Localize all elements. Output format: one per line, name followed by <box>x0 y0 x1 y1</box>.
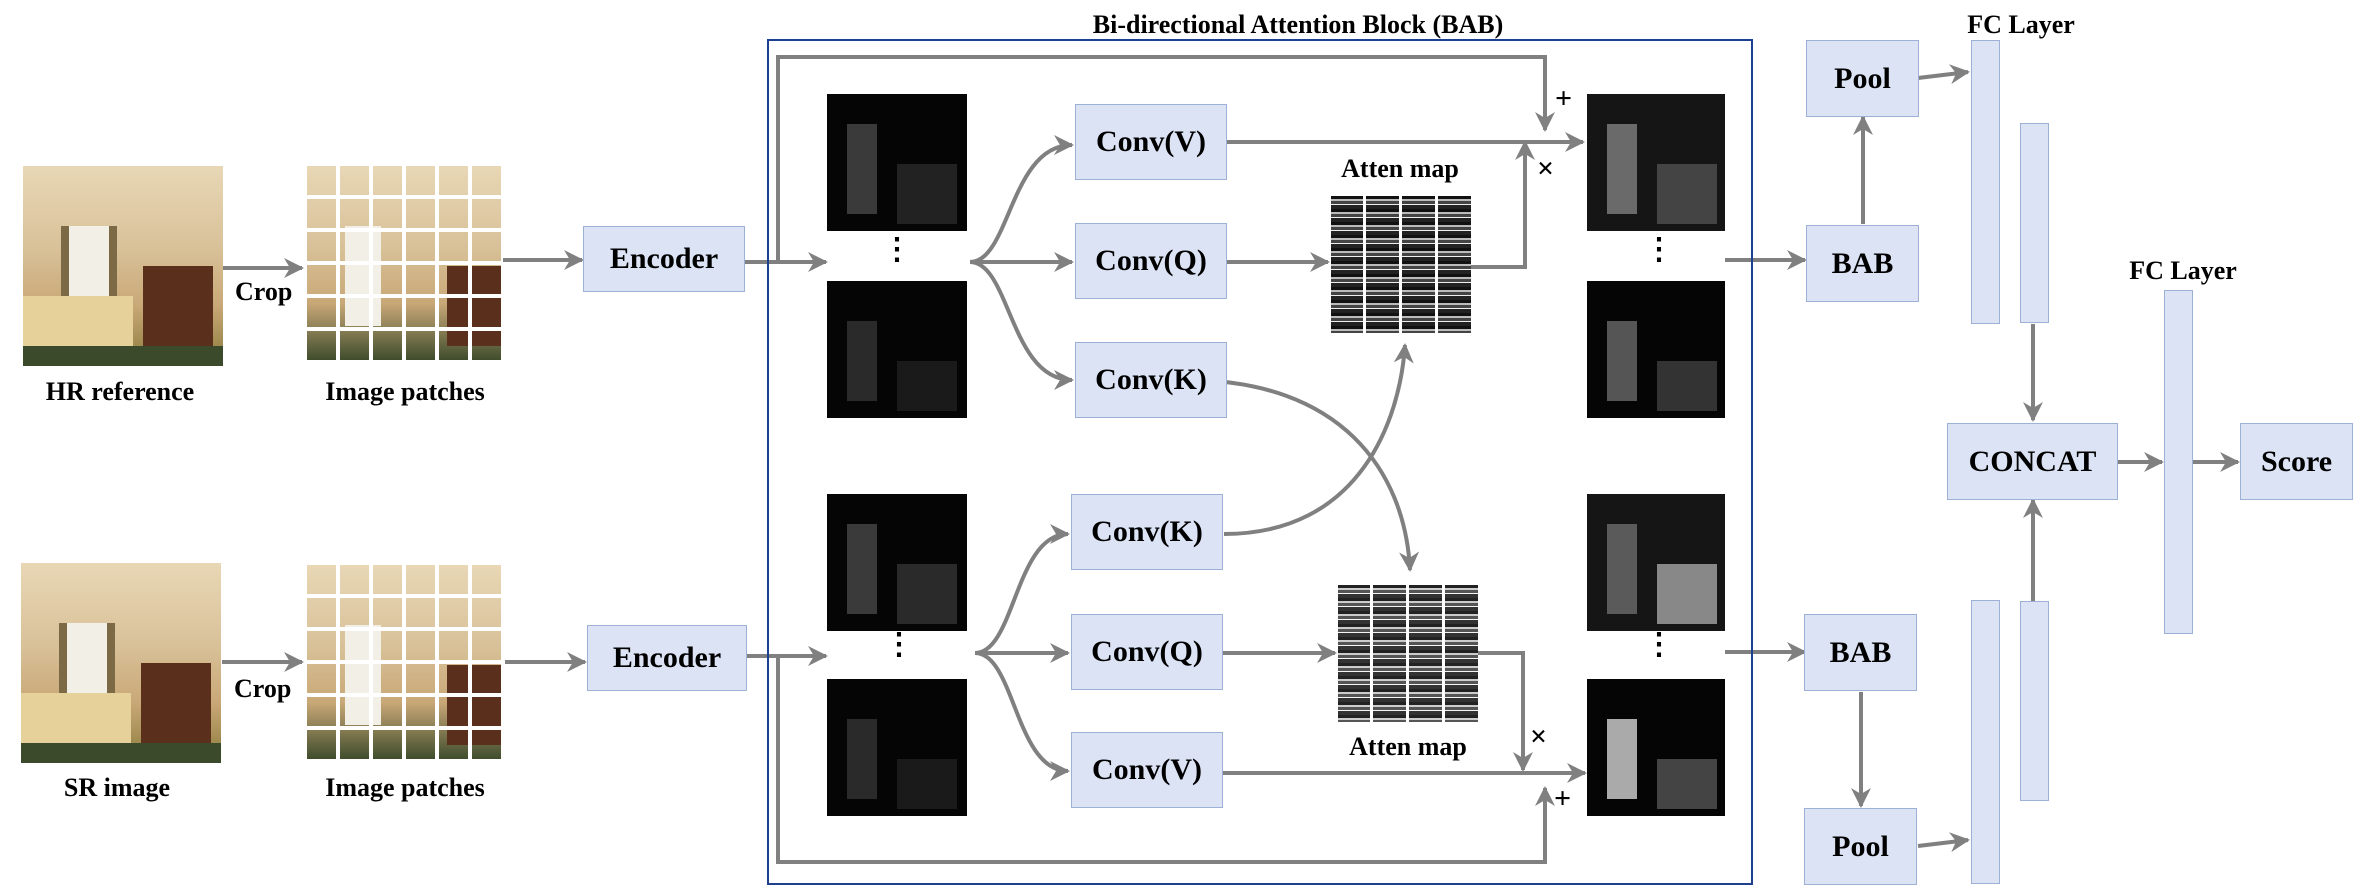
plus-icon: + <box>1554 782 1572 815</box>
pool-box-bottom: Pool <box>1804 808 1917 885</box>
bab-title: Bi-directional Attention Block (BAB) <box>1092 10 1504 39</box>
feature-map-top-1 <box>827 94 967 231</box>
vertical-ellipsis-icon: ⋮ <box>884 628 914 661</box>
pool-box-top: Pool <box>1806 40 1919 117</box>
bab-box-bottom: BAB <box>1804 614 1917 691</box>
vertical-ellipsis-icon: ⋮ <box>882 233 912 266</box>
sr-image-label: SR image <box>63 773 171 802</box>
arrow-pool-fc-top <box>1917 64 1970 85</box>
arrow-top-k-bottom-atten <box>1186 378 1420 572</box>
conv-v-bottom: Conv(V) <box>1071 732 1223 808</box>
fc-bar-bottom-2 <box>2020 601 2049 801</box>
conv-v-top: Conv(V) <box>1075 104 1227 180</box>
vertical-ellipsis-icon: ⋮ <box>1644 233 1674 266</box>
arrow-pool-fc-bottom <box>1917 832 1970 853</box>
attention-map-bottom <box>1338 585 1478 722</box>
arrow-skip-top <box>776 55 1555 262</box>
output-map-top-2 <box>1587 281 1725 418</box>
feature-map-bottom-2 <box>827 679 967 816</box>
vertical-ellipsis-icon: ⋮ <box>1644 628 1674 661</box>
encoder-top: Encoder <box>583 226 745 292</box>
arrow-atten-top-output <box>1471 140 1535 269</box>
hr-reference-label: HR reference <box>45 377 195 406</box>
image-patches-label-top: Image patches <box>325 377 485 406</box>
fc-bar-top-1 <box>1971 40 2000 324</box>
arrow-branch-bottom-k <box>974 524 1070 655</box>
crop-label-top: Crop <box>235 277 293 306</box>
fc-layer-label-mid: FC Layer <box>2129 256 2237 285</box>
output-map-bottom-2 <box>1587 679 1725 816</box>
output-map-bottom-1 <box>1587 494 1725 631</box>
conv-k-top: Conv(K) <box>1075 342 1227 418</box>
fc-bar-bottom-1 <box>1971 600 2000 884</box>
feature-map-bottom-1 <box>827 494 967 631</box>
attention-map-top <box>1331 196 1471 333</box>
arrow-skip-bottom <box>776 656 1555 864</box>
conv-q-top: Conv(Q) <box>1075 223 1227 299</box>
bab-box-top: BAB <box>1806 225 1919 302</box>
crop-label-bottom: Crop <box>234 674 292 703</box>
encoder-bottom: Encoder <box>587 625 747 691</box>
arrow-branch-top-k <box>969 260 1074 390</box>
conv-q-bottom: Conv(Q) <box>1071 614 1223 690</box>
arrow-branch-bottom-v <box>974 651 1070 781</box>
fc-bar-final <box>2164 290 2193 634</box>
conv-k-bottom: Conv(K) <box>1071 494 1223 570</box>
fc-bar-top-2 <box>2020 123 2049 323</box>
concat-box: CONCAT <box>1947 423 2118 500</box>
fc-layer-label-top: FC Layer <box>1967 10 2075 39</box>
times-icon: × <box>1530 720 1548 753</box>
hr-reference-image <box>23 166 223 366</box>
arrow-bottom-k-top-atten <box>1223 343 1414 536</box>
arrow-atten-bottom-output <box>1478 651 1533 772</box>
atten-map-label-bottom: Atten map <box>1349 732 1467 761</box>
bab-frame <box>767 39 1753 885</box>
image-patches-label-bottom: Image patches <box>325 773 485 802</box>
score-box: Score <box>2240 423 2353 500</box>
image-patches-bottom <box>307 565 503 761</box>
plus-icon: + <box>1555 82 1573 115</box>
times-icon: × <box>1537 152 1555 185</box>
atten-map-label-top: Atten map <box>1341 154 1459 183</box>
feature-map-top-2 <box>827 281 967 418</box>
arrow-branch-top-v <box>969 135 1074 264</box>
image-patches-top <box>307 166 503 362</box>
sr-image <box>21 563 221 763</box>
output-map-top-1 <box>1587 94 1725 231</box>
